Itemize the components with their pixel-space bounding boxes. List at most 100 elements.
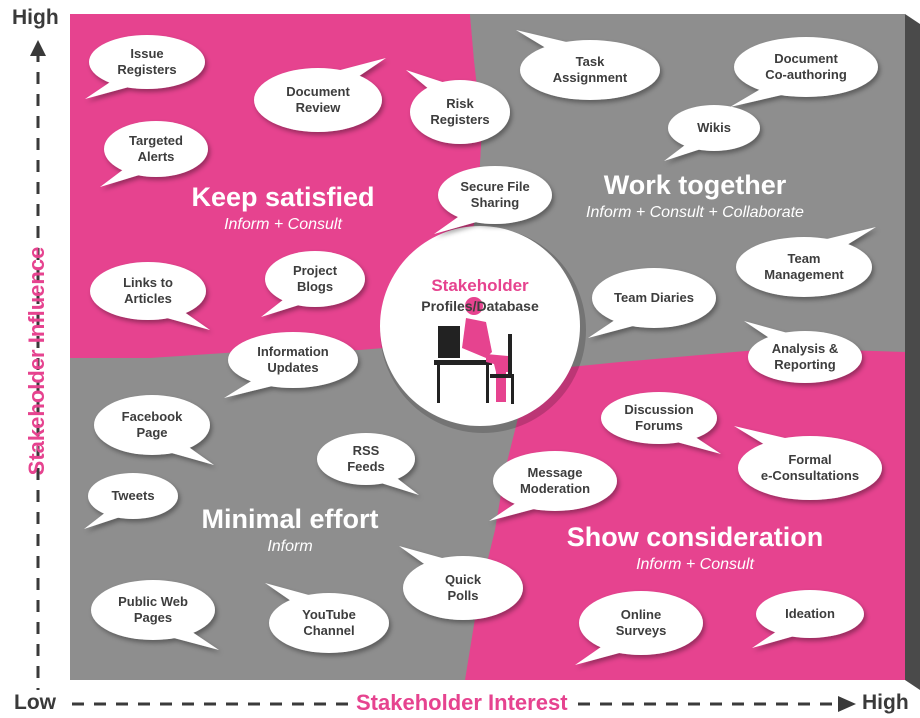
bubble-label-line: Online bbox=[620, 607, 662, 622]
bubble-body bbox=[88, 473, 178, 519]
bubble-label-line: Wikis bbox=[697, 120, 731, 135]
bubble-label-line: Management bbox=[764, 267, 844, 282]
x-axis-low-label: Low bbox=[14, 691, 56, 714]
bubble-body bbox=[94, 395, 210, 455]
x-axis-title: Stakeholder Interest bbox=[350, 690, 574, 716]
bubble-label-line: Tweets bbox=[111, 488, 155, 503]
bubble-label-line: Reporting bbox=[774, 357, 836, 372]
bubble-label-line: e-Consultations bbox=[760, 468, 860, 483]
bubble-label-line: Analysis & bbox=[771, 341, 839, 356]
work-together-subtitle: Inform + Consult + Collaborate bbox=[586, 204, 804, 221]
speech-bubble-tweets bbox=[84, 473, 178, 529]
speech-bubble-discussion-forums bbox=[601, 392, 721, 454]
bubble-label-line: Document bbox=[774, 51, 838, 66]
bubble-body bbox=[90, 262, 206, 320]
bubble-label-line: Page bbox=[136, 425, 168, 440]
bubble-body bbox=[738, 436, 882, 500]
bubble-label-line: Pages bbox=[133, 610, 173, 625]
bubble-label-line: Links to bbox=[123, 275, 173, 290]
bubble-label-line: Surveys bbox=[615, 623, 667, 638]
bubble-label-line: Issue bbox=[130, 46, 164, 61]
bubble-label-line: Document bbox=[286, 84, 350, 99]
y-axis-title: Stakeholder Influence bbox=[24, 246, 49, 476]
bubble-label-line: Discussion bbox=[624, 402, 694, 417]
bubble-label-line: Formal bbox=[788, 452, 832, 467]
speech-bubble-online-surveys bbox=[575, 591, 703, 665]
x-axis-arrow bbox=[838, 696, 856, 712]
bubble-label-line: Channel bbox=[303, 623, 355, 638]
speech-bubble-secure-file-sharing bbox=[434, 166, 552, 234]
bubble-label-line: Registers bbox=[430, 112, 490, 127]
bubble-label-tweets: Tweets bbox=[88, 473, 178, 519]
bubble-label-ideation: Ideation bbox=[756, 590, 864, 638]
speech-bubble-ideation bbox=[752, 590, 864, 648]
x-axis-high-label: High bbox=[862, 691, 909, 714]
speech-bubble-analysis-reporting bbox=[744, 321, 862, 383]
bubble-label-line: Review bbox=[295, 100, 341, 115]
bubble-label-line: RSS bbox=[352, 443, 380, 458]
bubble-body bbox=[493, 451, 617, 511]
speech-bubble-facebook-page bbox=[94, 395, 214, 465]
bubble-label-team-diaries: Team Diaries bbox=[592, 268, 716, 328]
speech-bubble-links-to-articles bbox=[90, 262, 210, 330]
bubble-body bbox=[403, 556, 523, 620]
bubble-body bbox=[89, 35, 205, 89]
show-consideration-title: Show consideration bbox=[566, 522, 824, 552]
bubble-body bbox=[668, 105, 760, 151]
speech-bubble-risk-registers bbox=[406, 70, 510, 144]
bubble-label-line: Quick bbox=[444, 572, 482, 587]
minimal-effort-title: Minimal effort bbox=[201, 504, 379, 534]
person-at-desk-icon bbox=[434, 297, 514, 404]
bubble-label-line: Registers bbox=[117, 62, 177, 77]
speech-bubble-document-coauthoring bbox=[730, 37, 878, 107]
bubble-body bbox=[91, 580, 215, 640]
center-title: Stakeholder bbox=[431, 276, 529, 295]
bubble-body bbox=[734, 37, 878, 97]
bubble-label-line: Forums bbox=[635, 418, 683, 433]
speech-bubbles bbox=[84, 30, 882, 665]
bubble-label-line: Public Web bbox=[118, 594, 188, 609]
bubble-body bbox=[438, 166, 552, 224]
bubble-label-line: Co-authoring bbox=[765, 67, 847, 82]
bubble-body bbox=[601, 392, 717, 444]
speech-bubble-public-web-pages bbox=[91, 580, 219, 650]
bubble-label-line: Project bbox=[292, 263, 338, 278]
bubble-label-line: Alerts bbox=[137, 149, 175, 164]
bubble-label-analysis-reporting: Analysis &Reporting bbox=[748, 331, 862, 383]
speech-bubble-rss-feeds bbox=[317, 433, 419, 495]
speech-bubble-issue-registers bbox=[85, 35, 205, 99]
bubble-label-line: Ideation bbox=[785, 606, 835, 621]
bubble-label-line: Moderation bbox=[519, 481, 591, 496]
keep-satisfied-title: Keep satisfied bbox=[191, 182, 375, 212]
bubble-body bbox=[265, 251, 365, 307]
minimal-effort-subtitle: Inform bbox=[267, 538, 313, 555]
bubble-body bbox=[254, 68, 382, 132]
speech-bubble-task-assignment bbox=[516, 30, 660, 100]
bubble-label-line: Targeted bbox=[129, 133, 183, 148]
bubble-body bbox=[317, 433, 415, 485]
right-edge-shadow bbox=[905, 14, 920, 690]
speech-bubble-targeted-alerts bbox=[100, 121, 208, 187]
bubble-body bbox=[748, 331, 862, 383]
bubble-body bbox=[579, 591, 703, 655]
bubble-label-line: Feeds bbox=[347, 459, 385, 474]
work-together-title: Work together bbox=[603, 170, 787, 200]
speech-bubble-team-management bbox=[736, 227, 876, 297]
speech-bubble-message-moderation bbox=[489, 451, 617, 521]
